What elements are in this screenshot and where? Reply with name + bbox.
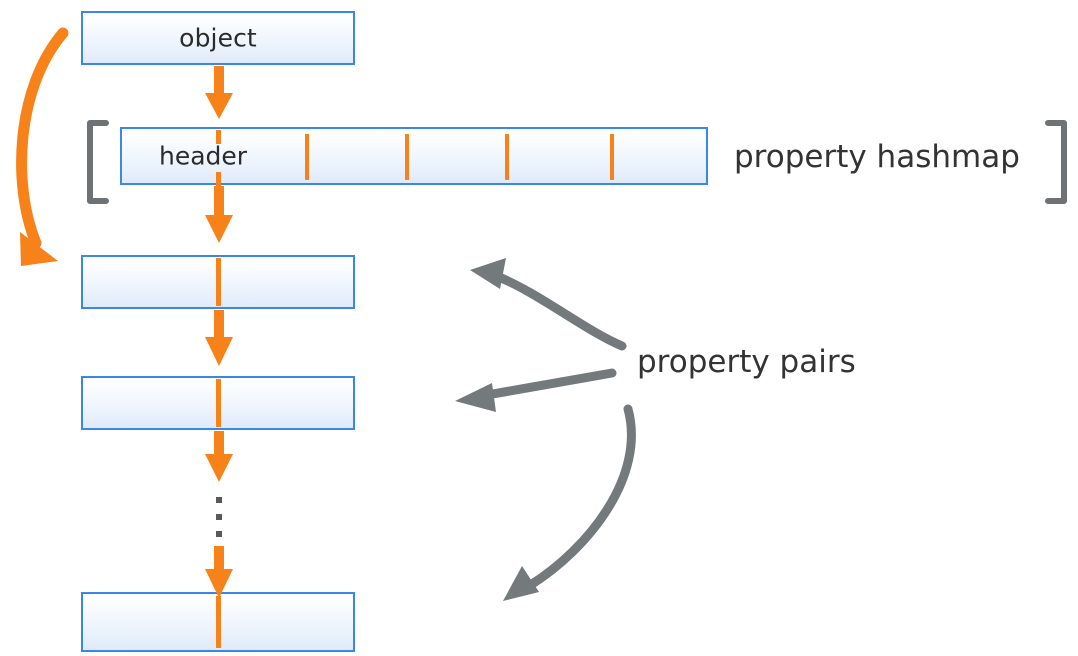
left-bracket bbox=[87, 120, 109, 204]
object-box-label: object bbox=[179, 23, 257, 53]
hashmap-entry-stub bbox=[216, 130, 221, 144]
property-hashmap-label: property hashmap bbox=[734, 139, 1020, 175]
gray-arrow-to-pair-2 bbox=[455, 368, 617, 412]
header-label: header bbox=[159, 141, 248, 171]
pair-divider-line-2 bbox=[216, 379, 221, 427]
pair-divider-line-3 bbox=[216, 596, 221, 648]
orange-arrow-hashmap-to-pair-1 bbox=[205, 186, 233, 243]
pair-divider-line-1 bbox=[216, 258, 221, 306]
gray-arrow-to-pair-1 bbox=[470, 258, 627, 351]
gray-arrow-to-pair-3 bbox=[503, 404, 636, 601]
hashmap-exit-stub bbox=[216, 172, 221, 186]
right-bracket bbox=[1045, 120, 1067, 204]
ellipsis-dot-3 bbox=[216, 531, 222, 537]
ellipsis-dot-1 bbox=[216, 497, 222, 503]
orange-arrow-object-to-hashmap bbox=[205, 66, 233, 119]
hashmap-slot-tick-3 bbox=[505, 134, 509, 180]
hashmap-slot-tick-1 bbox=[305, 134, 309, 180]
hashmap-slot-tick-2 bbox=[405, 134, 409, 180]
orange-arrow-pair-1-to-pair-2 bbox=[205, 310, 233, 366]
object-box: object bbox=[81, 11, 355, 65]
ellipsis-dot-2 bbox=[216, 514, 222, 520]
orange-arrow-ellipsis-to-pair-3 bbox=[205, 546, 233, 598]
orange-curved-arrow-object-to-pair-1 bbox=[16, 27, 69, 266]
property-pairs-label: property pairs bbox=[637, 344, 856, 380]
hashmap-slot-tick-4 bbox=[610, 134, 614, 180]
orange-arrow-pair-2-to-ellipsis bbox=[205, 431, 233, 482]
